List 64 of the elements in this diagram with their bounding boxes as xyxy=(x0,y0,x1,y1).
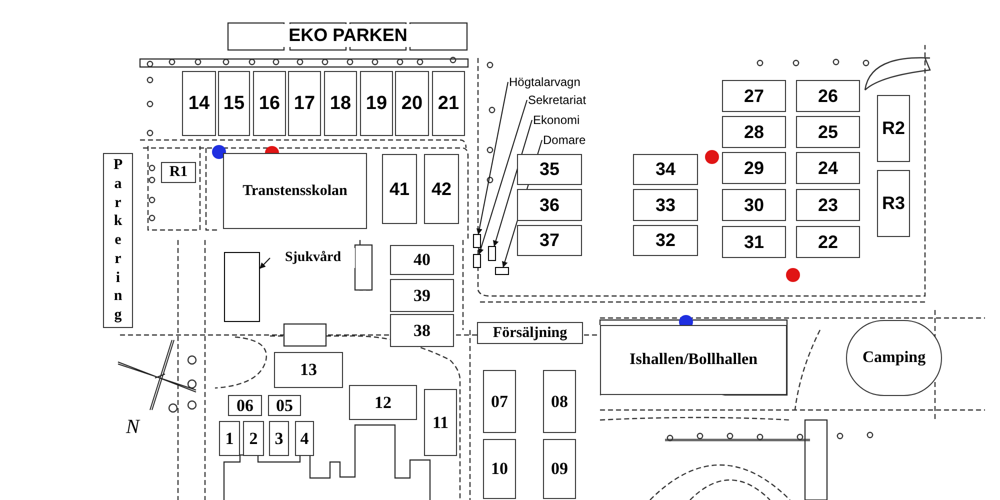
building-box: 3 xyxy=(269,421,289,456)
north-label: N xyxy=(126,415,140,440)
stand-box: 19 xyxy=(360,71,393,136)
stand-box: 20 xyxy=(395,71,429,136)
building-box: R1 xyxy=(161,162,196,183)
stand-box: 30 xyxy=(722,189,786,221)
stand-box: 14 xyxy=(182,71,216,136)
building-box: 12 xyxy=(349,385,417,420)
stand-box: 15 xyxy=(218,71,250,136)
stand-box: 41 xyxy=(382,154,417,224)
building-box: 39 xyxy=(390,279,454,312)
place-label: Domare xyxy=(543,131,613,149)
stand-box: 29 xyxy=(722,152,786,184)
building-box: Transtensskolan xyxy=(223,153,367,229)
building-box: 09 xyxy=(543,439,576,499)
leader-line xyxy=(476,82,508,235)
stand-box: 28 xyxy=(722,116,786,148)
stand-box: 42 xyxy=(424,154,459,224)
building-box: 4 xyxy=(295,421,314,456)
building-box: 11 xyxy=(424,389,457,456)
stand-box: 37 xyxy=(517,225,582,256)
building-box: 08 xyxy=(543,370,576,433)
building-box: Ishallen/Bollhallen xyxy=(600,325,787,395)
building-box: 10 xyxy=(483,439,516,499)
stand-box: 21 xyxy=(432,71,465,136)
building-outline xyxy=(495,267,509,275)
building-outline xyxy=(488,246,496,261)
building-box: 05 xyxy=(268,395,301,416)
stand-box: 26 xyxy=(796,80,860,112)
stand-box: 36 xyxy=(517,189,582,221)
stand-box: R2 xyxy=(877,95,910,162)
stand-box: 18 xyxy=(324,71,357,136)
building-box: 06 xyxy=(228,395,262,416)
building-box: 1 xyxy=(219,421,240,456)
building-outline xyxy=(473,254,481,268)
stand-box: 32 xyxy=(633,225,698,256)
building-box: 40 xyxy=(390,245,454,275)
stand-box: 34 xyxy=(633,154,698,185)
building-outline xyxy=(224,252,260,322)
stand-box: 24 xyxy=(796,152,860,184)
stand-box: 33 xyxy=(633,189,698,221)
leader-line xyxy=(492,120,532,247)
stand-box: R3 xyxy=(877,170,910,237)
place-label: Sekretariat xyxy=(528,91,618,109)
stand-box: 25 xyxy=(796,116,860,148)
leader-line xyxy=(260,258,270,269)
building-box: 38 xyxy=(390,314,454,347)
building-box: 07 xyxy=(483,370,516,433)
stand-box: 35 xyxy=(517,154,582,185)
place-label: Ekonomi xyxy=(533,111,603,129)
camping-area: Camping xyxy=(846,320,942,396)
place-label: Högtalarvagn xyxy=(509,73,609,91)
building-box: 2 xyxy=(243,421,264,456)
leader-line xyxy=(478,100,528,255)
building-box: Försäljning xyxy=(477,322,583,344)
stand-box: 31 xyxy=(722,226,786,258)
stand-box: 22 xyxy=(796,226,860,258)
stand-box: 17 xyxy=(288,71,321,136)
parking-area: Parkering xyxy=(103,153,133,328)
building-outline xyxy=(473,234,481,248)
stand-box: 27 xyxy=(722,80,786,112)
stand-box: 16 xyxy=(253,71,286,136)
stand-box: 23 xyxy=(796,189,860,221)
building-box: 13 xyxy=(274,352,343,388)
